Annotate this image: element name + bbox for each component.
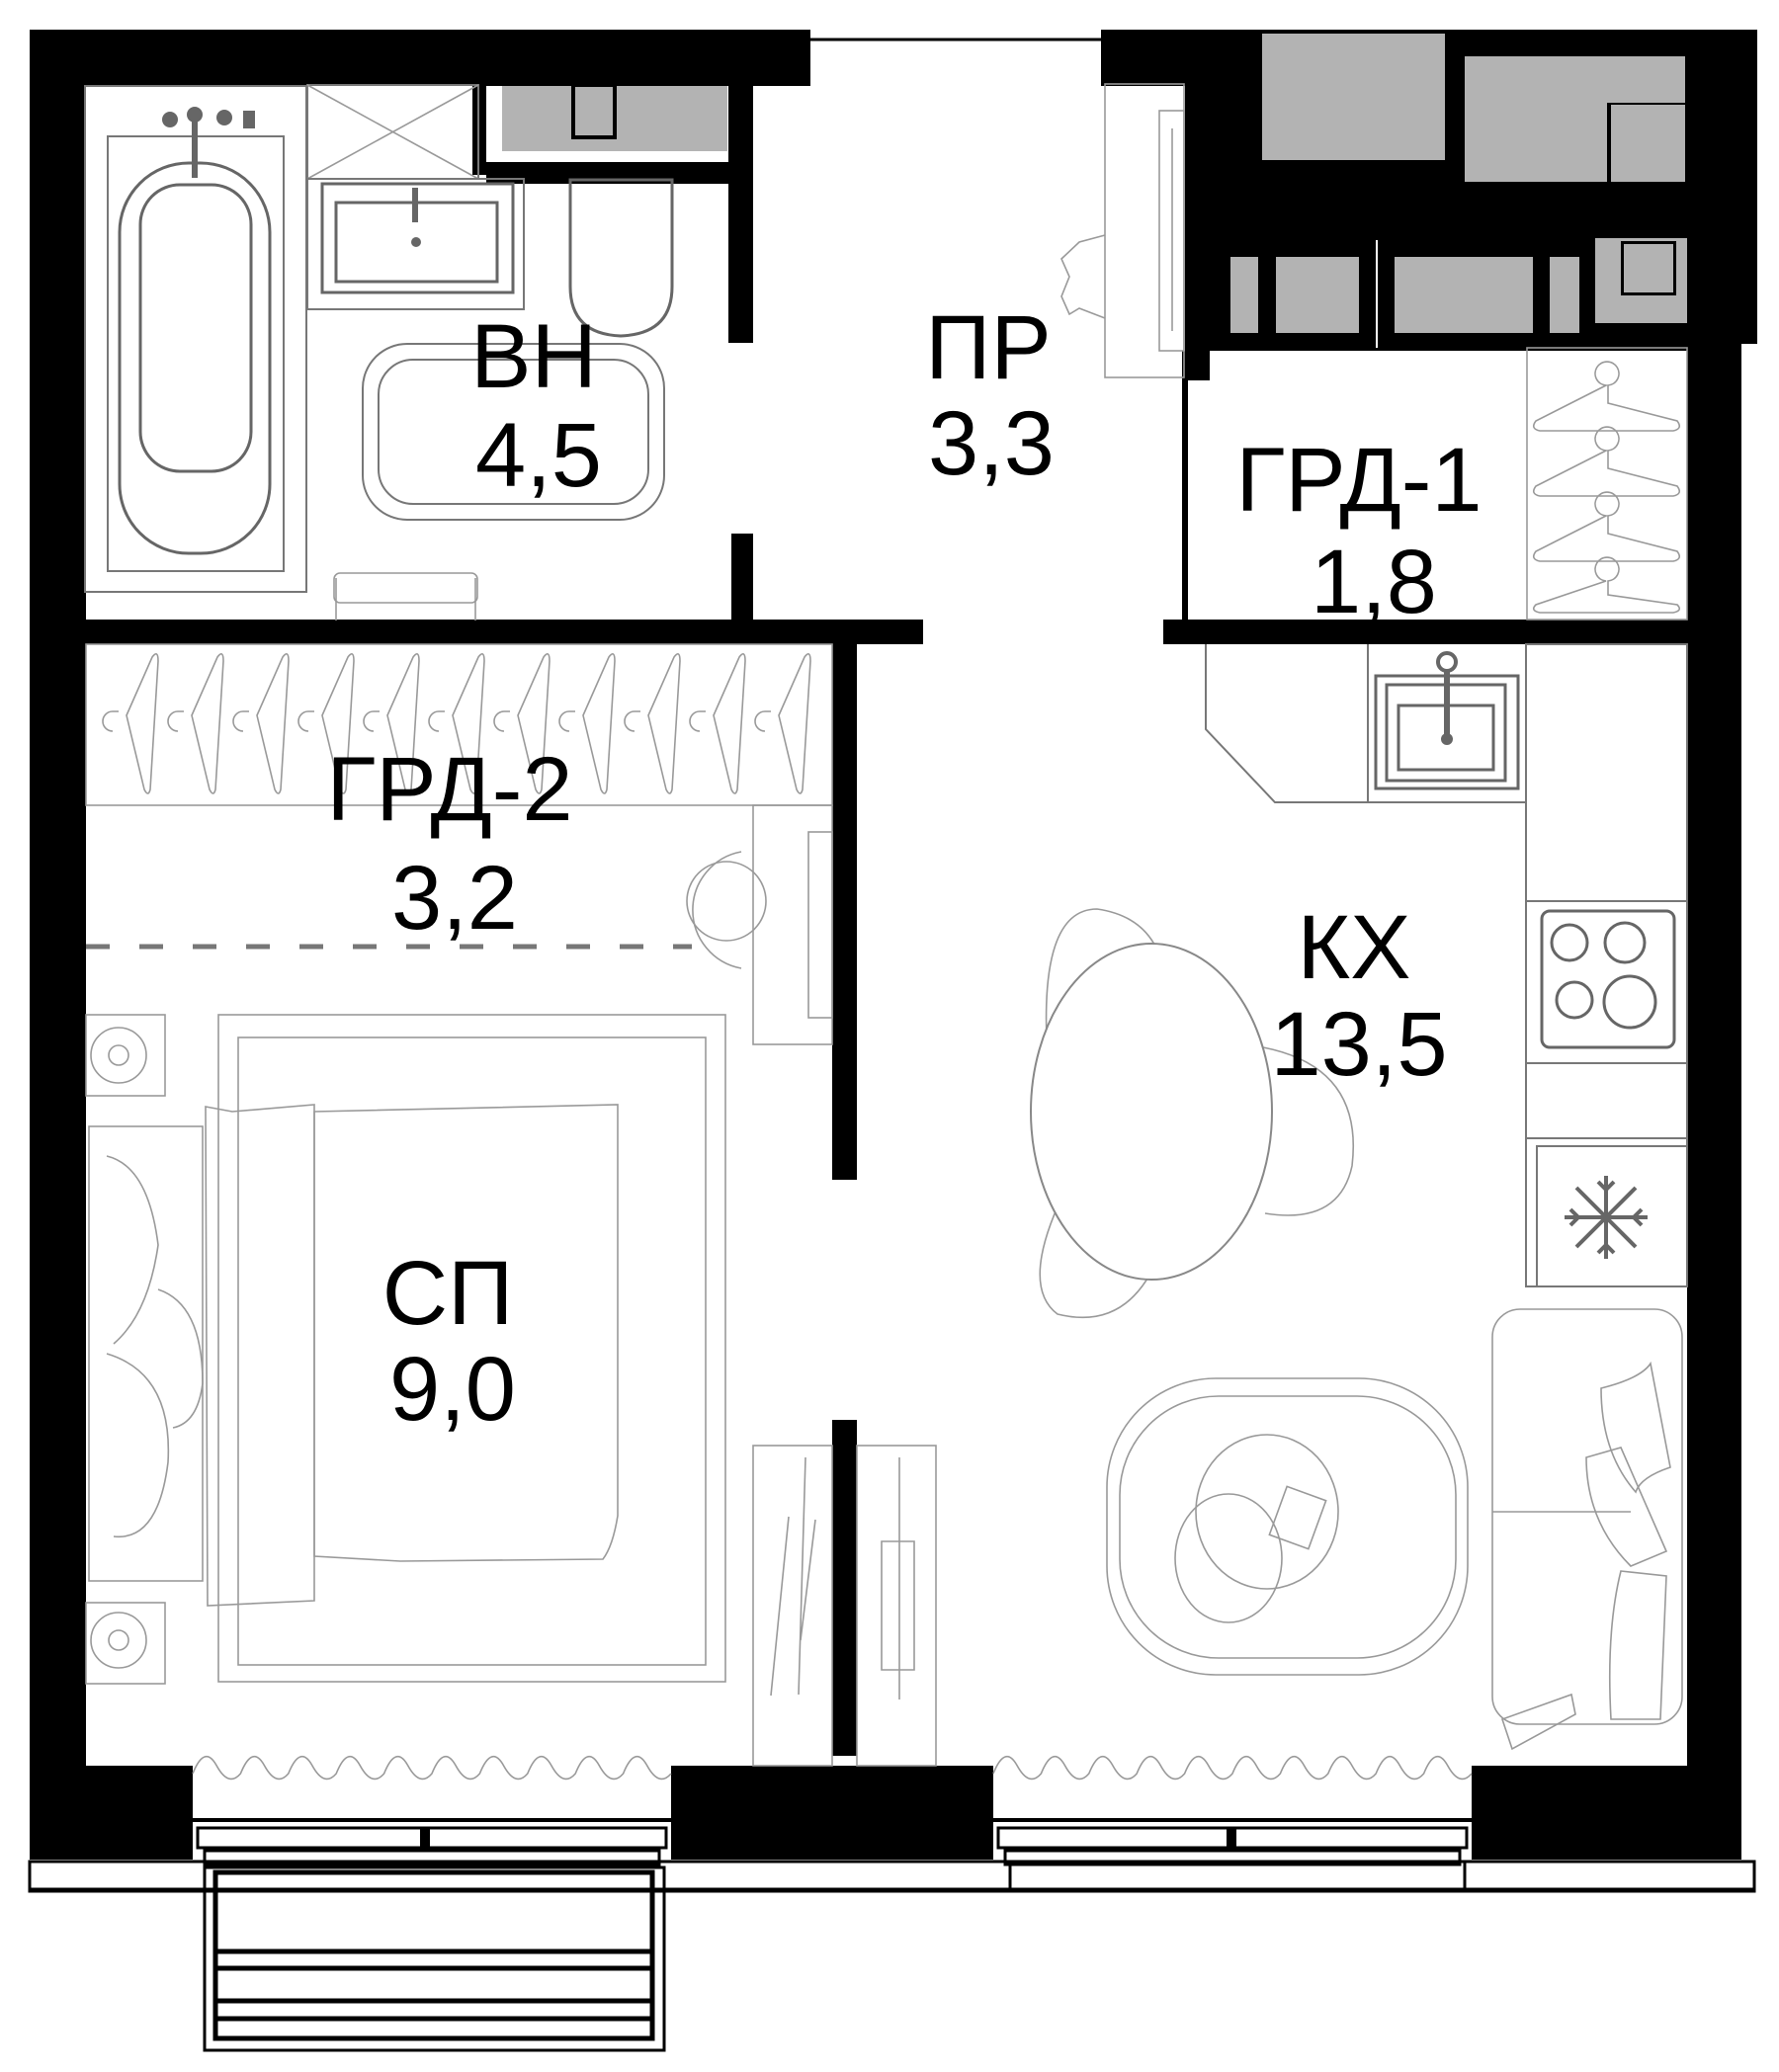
room-area-kitchen: 13,5 (1270, 994, 1447, 1095)
coat-hanger-icon (102, 653, 811, 794)
fridge-snowflake-icon (1536, 1145, 1688, 1287)
room-code-bedroom: СП (382, 1243, 514, 1344)
towel-rail-icon (333, 572, 478, 621)
bathroom-fixtures (84, 84, 674, 621)
bath-mat-icon (362, 343, 665, 521)
room-code-hallway: ПР (925, 297, 1052, 398)
cooktop-icon (1540, 909, 1676, 1049)
shower-icon (306, 84, 479, 180)
toilet-icon (568, 178, 674, 338)
tv-icon (856, 1445, 937, 1767)
wardrobe-2-fixtures (85, 643, 833, 1045)
rug-icon (217, 1014, 726, 1683)
room-area-wardrobe-1: 1,8 (1311, 532, 1437, 632)
hallway-fixtures (809, 38, 1185, 378)
kitchen-fixtures (856, 643, 1688, 1781)
coat-hanger-icon (1532, 361, 1681, 614)
room-code-wardrobe-1: ГРД-1 (1235, 430, 1482, 531)
room-code-kitchen: КХ (1298, 897, 1411, 998)
wardrobe-1-fixtures (1526, 347, 1688, 621)
curtain-icon (992, 1756, 1473, 1781)
room-area-hallway: 3,3 (928, 393, 1055, 494)
walls (30, 30, 1757, 1860)
pillow-icon (88, 1125, 204, 1582)
facade-line (28, 1860, 1756, 1893)
room-labels: ВН 4,5 ПР 3,3 ГРД-1 1,8 ГРД-2 3,2 КХ 13,… (326, 297, 1482, 1440)
room-area-bedroom: 9,0 (389, 1339, 516, 1440)
windows (28, 1818, 1756, 2052)
dining-table-icon (1030, 908, 1354, 1319)
room-code-wardrobe-2: ГРД-2 (326, 739, 572, 840)
window-icon (193, 1818, 671, 1866)
pouf-icon (686, 851, 767, 969)
sink-icon (306, 178, 525, 310)
window-icon (993, 1818, 1472, 1866)
stool-icon (1060, 234, 1106, 319)
bathtub-icon (84, 85, 307, 593)
chair-icon (1039, 1185, 1167, 1319)
chair-icon (1262, 1046, 1354, 1216)
sofa-icon (1491, 1308, 1683, 1751)
tv-icon (752, 1445, 833, 1767)
room-area-bathroom: 4,5 (475, 405, 602, 506)
room-code-bathroom: ВН (470, 306, 597, 407)
kitchen-sink-icon (1374, 651, 1520, 790)
balcony-icon (203, 1865, 666, 2052)
coffee-table-icon (1174, 1434, 1339, 1623)
bedroom-fixtures (85, 1014, 833, 1781)
room-area-wardrobe-2: 3,2 (391, 848, 518, 949)
utility-shafts (502, 34, 1687, 348)
curtain-icon (192, 1756, 672, 1781)
bed-icon (205, 1104, 619, 1607)
rug-icon (1106, 1377, 1469, 1676)
nightstand-icon (85, 1014, 166, 1685)
shoe-cabinet-icon (1104, 83, 1185, 378)
